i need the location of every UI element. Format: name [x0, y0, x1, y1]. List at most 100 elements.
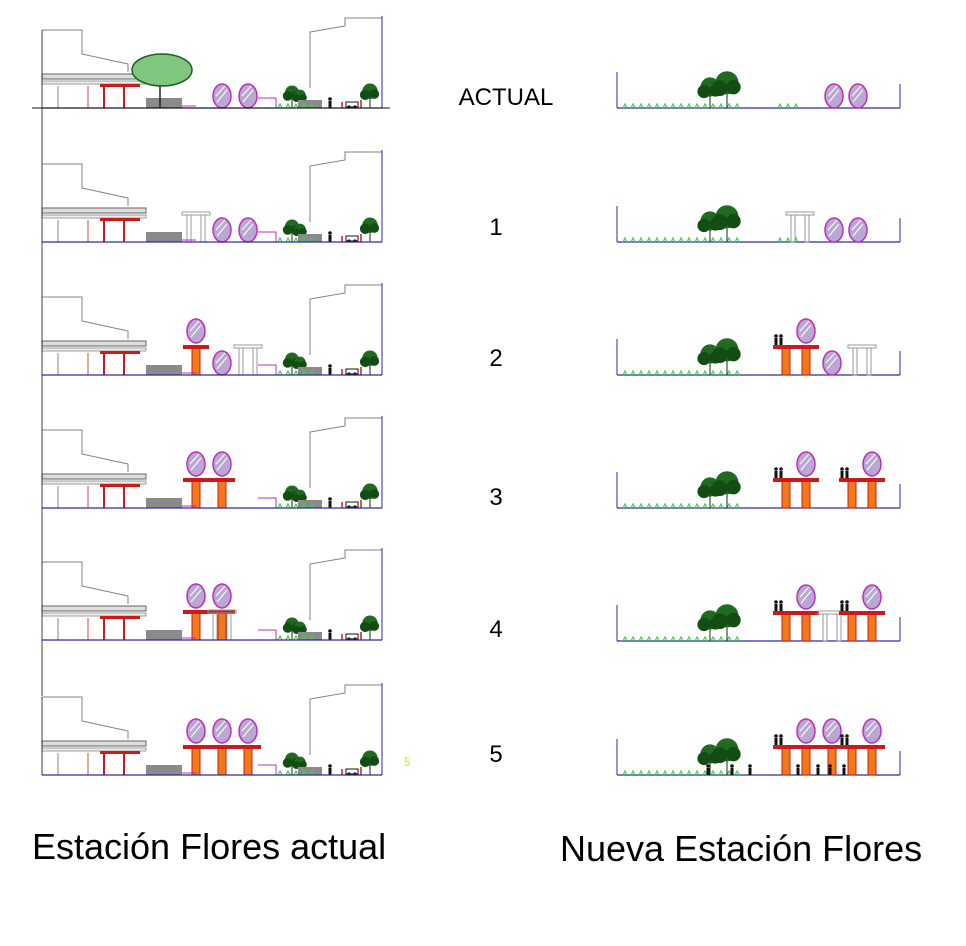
bridge-deck: [181, 211, 211, 216]
tree-icon: [359, 350, 380, 375]
grass-tuft: [285, 369, 291, 376]
bush-icon: [848, 217, 868, 243]
grass-tuft: [694, 502, 700, 509]
elevated-station-icon: [183, 718, 209, 776]
platform-canopy: [41, 605, 147, 612]
car-body: [345, 101, 359, 108]
bridge-post: [822, 613, 828, 642]
grass-tuft: [686, 102, 692, 109]
station-platform: [209, 478, 235, 482]
bush-icon: [796, 584, 816, 610]
tree-crown: [282, 758, 293, 768]
tree-crown: [697, 751, 711, 766]
grass-tuft: [309, 236, 315, 243]
grass-tuft: [654, 369, 660, 376]
stage-label-2: 2: [489, 345, 503, 372]
grass-tuft: [622, 236, 628, 243]
new-section-stage-3: [616, 451, 901, 509]
new-station-sections: [616, 71, 901, 776]
station-platform: [819, 745, 845, 749]
station-platform: [839, 478, 865, 482]
elevated-station-icon: [839, 467, 865, 509]
bush-hatch: [852, 89, 864, 103]
grass-tuft: [309, 634, 315, 641]
grass-tuft: [702, 102, 708, 109]
tree-crown: [282, 623, 293, 633]
person-body: [845, 604, 849, 611]
person-icon: [845, 600, 849, 611]
person-body: [706, 768, 710, 775]
grass-tuft: [285, 769, 291, 776]
grass-tuft: [710, 502, 716, 509]
person-head: [840, 734, 844, 738]
grass-tuft: [662, 236, 668, 243]
person-head: [328, 364, 332, 368]
bush-icon: [848, 83, 868, 109]
person-icon: [328, 231, 332, 242]
bush-icon: [212, 718, 232, 744]
grass-tuft: [686, 369, 692, 376]
station-platform: [183, 478, 209, 482]
station-platform: [209, 745, 235, 749]
bush-hatch: [189, 453, 200, 465]
tree-icon: [711, 738, 741, 775]
grass-tuft: [654, 236, 660, 243]
platform-canopy: [41, 740, 147, 747]
grass-tuft: [726, 369, 732, 376]
person-icon: [328, 97, 332, 108]
pedestrian-bridge-icon: [817, 610, 847, 642]
platform-beam: [41, 214, 147, 219]
elevated-station-icon: [793, 718, 819, 776]
bridge-post: [212, 612, 218, 641]
grass-tuft: [638, 369, 644, 376]
building-outline-right: [309, 549, 382, 620]
elevated-station-icon: [183, 318, 209, 376]
grass-tuft: [694, 236, 700, 243]
person-head: [828, 764, 832, 768]
person-head: [328, 497, 332, 501]
station-column: [217, 611, 227, 641]
person-head: [774, 734, 778, 738]
tree-crown: [697, 84, 711, 99]
bush-icon: [212, 451, 232, 477]
tree-crown: [726, 79, 741, 95]
bridge-deck: [207, 609, 237, 614]
grass-tuft: [654, 102, 660, 109]
person-body: [796, 768, 800, 775]
car-body: [345, 768, 359, 775]
building-outline-left: [42, 429, 129, 472]
grass-tuft: [285, 236, 291, 243]
person-icon: [328, 497, 332, 508]
station-column: [801, 612, 811, 642]
building-outline-right: [309, 17, 382, 88]
stage-label-5: 5: [489, 741, 503, 768]
grass-tuft: [718, 502, 724, 509]
elevated-station-icon: [793, 451, 819, 509]
person-icon: [774, 467, 778, 478]
tree-crown: [299, 360, 307, 369]
grass-tuft: [686, 502, 692, 509]
grass-tuft: [694, 369, 700, 376]
bush-icon: [186, 718, 206, 744]
person-body: [774, 471, 778, 478]
tree-crown: [711, 80, 728, 97]
grass-tuft: [785, 102, 791, 109]
bush-hatch: [825, 720, 836, 732]
bush-hatch: [216, 356, 228, 370]
person-icon: [842, 764, 846, 775]
stray-mark: 5: [404, 755, 411, 769]
person-body: [730, 768, 734, 775]
grey-wall: [146, 98, 182, 108]
station-platform: [793, 611, 819, 615]
person-head: [845, 600, 849, 604]
bush-hatch: [828, 89, 840, 103]
station-column: [801, 746, 811, 776]
bush-icon: [824, 83, 844, 109]
grass-strip: [622, 502, 740, 509]
station-column: [781, 479, 791, 509]
bush-icon: [186, 451, 206, 477]
platform-canopy: [41, 473, 147, 480]
grass-tuft: [694, 635, 700, 642]
tree-icon: [711, 338, 741, 375]
grass-tuft: [662, 502, 668, 509]
